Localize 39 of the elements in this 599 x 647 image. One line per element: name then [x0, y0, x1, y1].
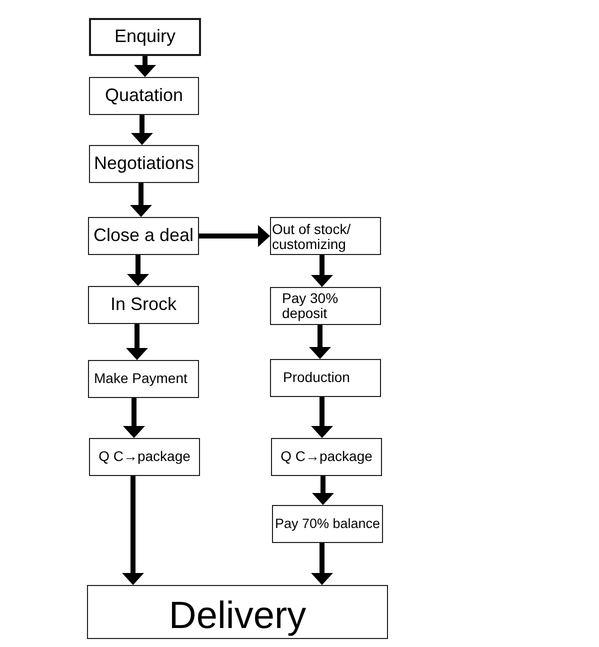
step-label: Out of stock/ customizing	[272, 222, 352, 253]
process-box	[270, 359, 381, 397]
process-box	[270, 287, 381, 325]
process-box	[88, 360, 199, 398]
arrow	[126, 324, 148, 360]
arrow	[309, 325, 331, 359]
process-box	[87, 585, 388, 639]
arrow	[130, 183, 152, 217]
arrow	[311, 543, 333, 585]
process-box	[88, 286, 199, 324]
arrow	[122, 476, 144, 585]
step-label: Pay 70% balance	[274, 516, 380, 532]
arrow	[123, 398, 145, 438]
step-label: Negotiations	[94, 154, 194, 174]
step-label: Q C→package	[98, 449, 190, 465]
arrow	[127, 255, 149, 286]
step-label: In Srock	[110, 295, 177, 315]
step-label: Enquiry	[114, 27, 176, 47]
step-label: Close a deal	[93, 226, 194, 246]
arrow	[134, 56, 156, 77]
process-box	[89, 77, 199, 115]
step-label: Q C→package	[280, 449, 372, 465]
process-box	[272, 505, 383, 543]
step-label: Production	[283, 370, 350, 386]
process-box	[271, 438, 382, 476]
arrow	[311, 397, 333, 438]
arrow	[312, 476, 334, 505]
step-label: Delivery	[168, 596, 306, 638]
process-box	[89, 145, 199, 183]
step-label: Quatation	[104, 86, 184, 106]
step-label: Pay 30% deposit	[282, 291, 340, 322]
process-box	[270, 217, 381, 255]
arrow	[131, 115, 153, 145]
process-box	[88, 217, 199, 255]
process-box	[89, 18, 201, 56]
process-box	[89, 438, 200, 476]
arrow	[199, 225, 270, 247]
step-label: Make Payment	[94, 371, 188, 387]
arrow	[311, 255, 333, 287]
